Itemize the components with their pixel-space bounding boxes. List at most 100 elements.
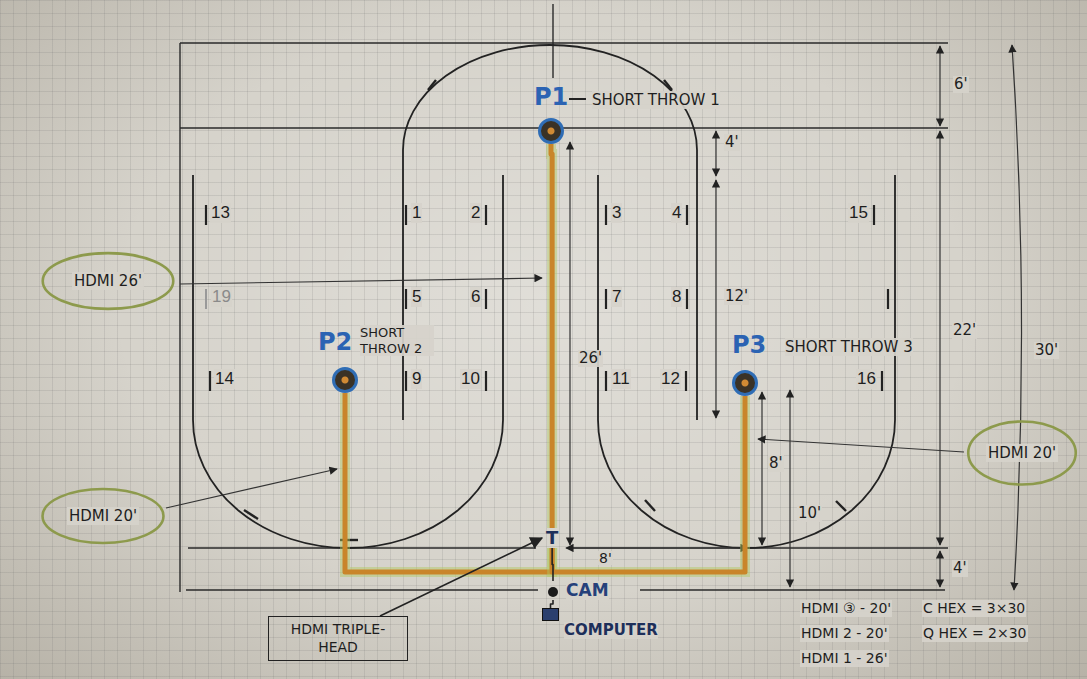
screen-number: 4	[671, 203, 682, 223]
dimension-line	[789, 390, 790, 587]
device-box: HDMI TRIPLE-HEAD	[268, 616, 408, 661]
node-label: HDMI 20'	[67, 507, 139, 525]
leader-arrow	[180, 278, 542, 284]
arc-tick	[664, 80, 672, 90]
screen-marker	[205, 205, 207, 225]
dimension-label: 26'	[578, 350, 603, 367]
dimension-label: 8'	[768, 455, 784, 472]
screen-marker	[205, 289, 207, 309]
projector: P1 SHORT THROW 1	[534, 85, 720, 144]
label-dash	[569, 98, 586, 100]
screen-number: 7	[611, 287, 622, 307]
dimension-line	[566, 45, 1022, 590]
frame-line	[179, 43, 180, 592]
screen-number: 14	[214, 369, 235, 389]
projector-lens	[732, 370, 758, 396]
camera: CAM	[546, 581, 609, 600]
node-label: SHORT THROW 2	[360, 325, 434, 356]
frame-line	[180, 4, 948, 592]
screen-marker	[206, 205, 888, 391]
node-label: HDMI TRIPLE-HEAD	[277, 621, 399, 656]
screen-marker	[686, 289, 688, 309]
screen-number: 16	[856, 369, 877, 389]
projector-lens	[332, 367, 358, 393]
callout-oval	[968, 422, 1076, 485]
cable-highlight	[552, 396, 745, 572]
node-label: P2	[318, 330, 352, 355]
computer: COMPUTER	[542, 608, 658, 639]
screen-number: 10	[460, 369, 481, 389]
dimension-line	[939, 131, 940, 545]
arc-tick	[836, 501, 846, 511]
hdmi-cable	[345, 393, 552, 572]
dimension-line	[1012, 45, 1022, 590]
connector	[380, 538, 542, 616]
screen-number: 8	[671, 287, 682, 307]
node-label: P1	[534, 85, 568, 110]
screen-marker	[873, 205, 875, 225]
dimension-line	[569, 142, 570, 545]
screen-marker	[485, 289, 487, 309]
cable-note: HDMI ③ - 20'	[800, 600, 892, 617]
dimension-label: 10'	[797, 505, 822, 522]
leader-arrow	[758, 439, 964, 452]
cable-note: HDMI 1 - 26'	[800, 650, 889, 667]
screen-number: 13	[210, 203, 231, 223]
cable-callout: HDMI 26'	[40, 250, 176, 312]
dimension-line	[715, 131, 716, 176]
screen-marker	[887, 289, 889, 309]
hdmi-cable	[552, 396, 745, 572]
frame-line	[640, 589, 945, 590]
dimension-label: 6'	[953, 76, 969, 93]
projector: P3 SHORT THROW 3	[732, 333, 913, 396]
screen-number: 9	[411, 369, 422, 389]
frame-line	[180, 127, 948, 128]
leader-arrow	[166, 278, 964, 508]
screen-number: 6	[470, 287, 481, 307]
screen-marker	[686, 205, 688, 225]
callout-oval	[43, 489, 164, 543]
cable-callout: HDMI 20'	[966, 418, 1078, 488]
screen-marker	[405, 289, 407, 309]
leader-arrow	[166, 469, 337, 508]
screen-marker	[405, 371, 407, 391]
screen-marker	[405, 205, 407, 225]
screen-marker	[881, 371, 883, 391]
dimension-line	[939, 551, 940, 587]
node-label: CAM	[566, 581, 609, 600]
node-label: HDMI 26'	[72, 272, 144, 290]
node-label: SHORT THROW 1	[592, 91, 720, 109]
dimension-line	[761, 392, 762, 545]
cable-note: Q HEX = 2×30	[922, 625, 1028, 642]
screen-number: 5	[411, 287, 422, 307]
screen-number: 12	[660, 369, 681, 389]
splitter-point: T	[544, 528, 560, 548]
cable-highlight	[345, 393, 552, 572]
dimension-line	[566, 547, 748, 548]
dimension-label: 4'	[724, 134, 740, 151]
screen-number: 15	[848, 203, 869, 223]
screen-marker	[685, 371, 687, 391]
node-label: T	[546, 527, 558, 548]
node-label: SHORT THROW 3	[785, 338, 913, 356]
screen-marker	[209, 371, 211, 391]
screen-marker	[605, 205, 607, 225]
connector	[551, 600, 554, 608]
dimension-line	[939, 46, 940, 126]
screen-number: 1	[411, 203, 422, 223]
cable-callout: HDMI 20'	[40, 486, 166, 546]
projector-lens	[538, 118, 564, 144]
computer-icon	[542, 608, 559, 621]
arc-tick	[428, 80, 436, 90]
callout-oval	[43, 253, 174, 309]
dimension-label: 30'	[1034, 342, 1059, 359]
cable-highlight	[551, 144, 552, 528]
screen-number: 2	[470, 203, 481, 223]
frame-line	[186, 589, 538, 590]
screen-marker	[605, 289, 607, 309]
node-label: COMPUTER	[564, 622, 658, 639]
screen-number: 3	[611, 203, 622, 223]
screen-marker	[485, 205, 487, 225]
node-label: P3	[732, 333, 766, 358]
